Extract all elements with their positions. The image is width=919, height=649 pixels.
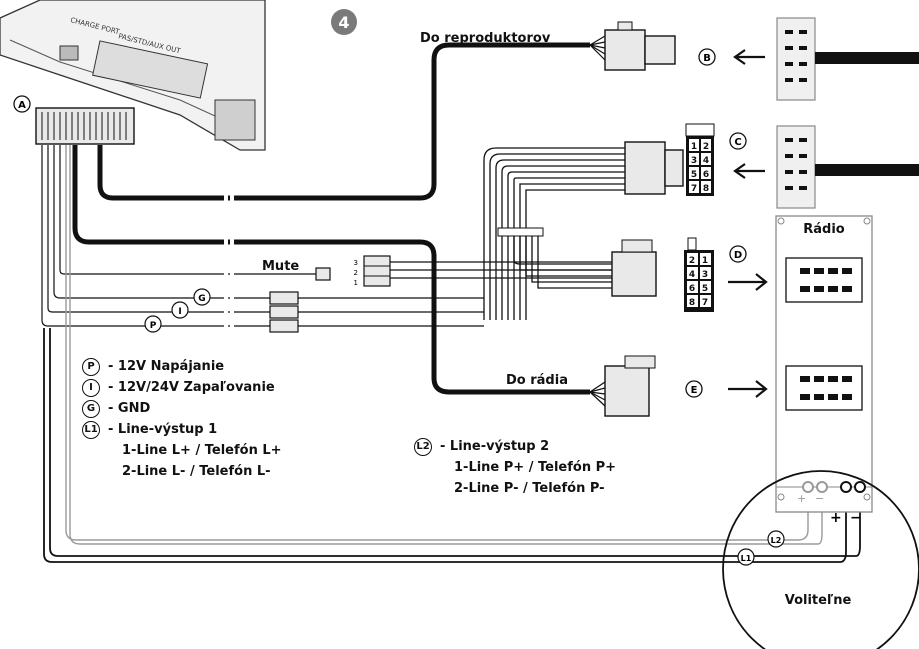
bundle-wires xyxy=(483,147,625,320)
letter-a-badge: A xyxy=(13,95,31,113)
legend: P- 12V Napájanie I- 12V/24V Zapaľovanie … xyxy=(82,356,282,482)
svg-text:8: 8 xyxy=(703,184,709,194)
legend-item: G - GND xyxy=(82,398,282,419)
connector-a xyxy=(35,107,135,145)
radio-connector xyxy=(604,355,656,417)
mute-connector: 3 2 1 xyxy=(354,255,391,287)
legend-badge: G xyxy=(82,399,100,418)
optional-label: Voliteľne xyxy=(785,593,852,608)
connector-d xyxy=(611,239,657,297)
mute-label: Mute xyxy=(262,259,299,274)
speakers-label: Do reproduktorov xyxy=(420,31,551,46)
letter-e-badge: E xyxy=(685,380,703,398)
line-out-wires xyxy=(43,145,861,563)
car-plug-c xyxy=(776,125,919,209)
svg-text:7: 7 xyxy=(691,184,697,194)
legend-sub-item: 2-Line L- / Telefón L- xyxy=(122,464,271,479)
radio-out-label: Do rádia xyxy=(506,373,568,388)
optional-inset: + − + − L2 L1 Voliteľne xyxy=(722,470,919,649)
legend-badge: I xyxy=(82,378,100,397)
tag-i: I xyxy=(171,301,189,319)
svg-text:P: P xyxy=(150,321,157,331)
svg-text:D: D xyxy=(734,250,742,261)
svg-text:4: 4 xyxy=(703,156,709,166)
tag-p: P xyxy=(144,315,162,333)
svg-text:+: + xyxy=(830,510,842,526)
svg-text:G: G xyxy=(198,294,205,304)
legend-item: L1 - Line-výstup 1 xyxy=(82,419,282,440)
mute-pin-3: 3 xyxy=(354,259,358,267)
svg-text:E: E xyxy=(691,385,698,396)
arrow-d xyxy=(728,273,768,291)
thin-wires xyxy=(41,145,612,327)
svg-text:6: 6 xyxy=(689,284,695,294)
legend-item: P - 12V Napájanie xyxy=(82,356,282,377)
legend-sub-item: 2-Line P- / Telefón P- xyxy=(454,481,605,496)
svg-text:C: C xyxy=(734,137,741,148)
legend-text: - Line-výstup 2 xyxy=(440,439,550,454)
svg-text:3: 3 xyxy=(702,270,708,280)
legend-2: L2 - Line-výstup 2 1-Line P+ / Telefón P+… xyxy=(414,436,616,499)
device-unit: CHARGE PORT PAS/STD/AUX OUT xyxy=(0,0,266,151)
svg-text:I: I xyxy=(178,307,181,317)
radio-box: Rádio xyxy=(775,215,873,513)
tag-g: G xyxy=(193,288,211,306)
svg-text:6: 6 xyxy=(703,170,709,180)
legend-sub-item: 1-Line P+ / Telefón P+ xyxy=(454,460,617,475)
svg-text:−: − xyxy=(850,510,862,526)
svg-text:2: 2 xyxy=(703,142,709,152)
legend-text: - GND xyxy=(108,401,151,416)
legend-text: - 12V Napájanie xyxy=(108,359,225,374)
mute-pin-2: 2 xyxy=(354,269,358,277)
legend-badge: L2 xyxy=(414,437,432,456)
letter-b-badge: B xyxy=(698,48,716,66)
step-number: 4 xyxy=(338,13,349,32)
inline-connectors xyxy=(269,267,331,333)
arrow-e xyxy=(728,380,768,398)
legend-item: I - 12V/24V Zapaľovanie xyxy=(82,377,282,398)
mute-pin-1: 1 xyxy=(354,279,358,287)
radio-box-label: Rádio xyxy=(803,222,845,237)
svg-text:B: B xyxy=(703,53,711,64)
svg-text:2: 2 xyxy=(689,256,695,266)
step-badge: 4 xyxy=(331,9,357,35)
arrow-c xyxy=(733,163,765,179)
legend-badge: L1 xyxy=(82,420,100,439)
legend-item: L2 - Line-výstup 2 xyxy=(414,436,616,457)
svg-text:L2: L2 xyxy=(771,536,782,545)
svg-text:+: + xyxy=(797,492,806,505)
connector-c xyxy=(624,141,684,195)
legend-sub-item: 1-Line L+ / Telefón L+ xyxy=(122,443,282,458)
svg-text:1: 1 xyxy=(691,142,697,152)
svg-text:4: 4 xyxy=(689,270,695,280)
thick-wires xyxy=(72,42,590,395)
letter-c-badge: C xyxy=(729,132,747,150)
legend-badge: P xyxy=(82,357,100,376)
arrow-b xyxy=(733,49,765,65)
svg-text:3: 3 xyxy=(691,156,697,166)
letter-a: A xyxy=(18,100,26,111)
car-plug-b xyxy=(776,17,919,101)
svg-text:5: 5 xyxy=(702,284,708,294)
svg-text:5: 5 xyxy=(691,170,697,180)
svg-text:L1: L1 xyxy=(741,554,752,563)
svg-text:−: − xyxy=(815,492,824,505)
letter-d-badge: D xyxy=(729,245,747,263)
svg-text:8: 8 xyxy=(689,298,695,308)
svg-text:1: 1 xyxy=(702,256,708,266)
svg-text:7: 7 xyxy=(702,298,708,308)
speaker-connector xyxy=(604,21,676,71)
legend-text: - 12V/24V Zapaľovanie xyxy=(108,380,275,395)
legend-text: - Line-výstup 1 xyxy=(108,422,218,437)
